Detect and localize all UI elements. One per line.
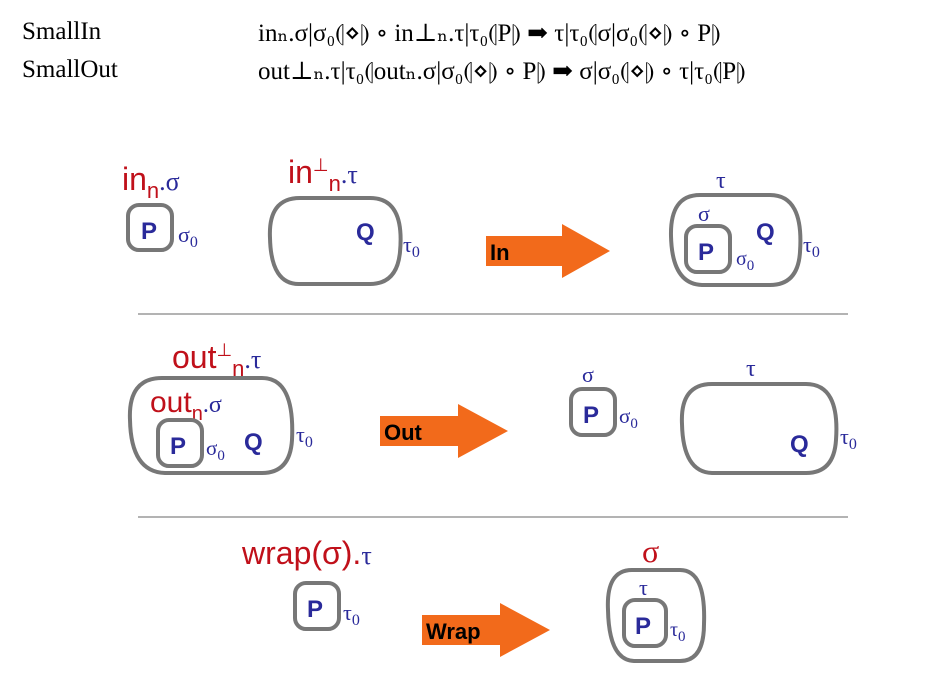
wrap-arrow-label: Wrap xyxy=(426,619,481,644)
process-p: P xyxy=(583,402,599,429)
in-prefix-right: in⊥n.τ xyxy=(288,154,358,196)
result-tau0-label: τ0 xyxy=(803,232,820,261)
out-row: out⊥n.τ outn.σ P σ0 Q τ0 Out σ P σ0 τ Q … xyxy=(127,339,857,475)
result-sigma-label: σ xyxy=(642,533,659,569)
result-sigma-label: σ xyxy=(698,201,710,226)
result-sigma-label: σ xyxy=(582,362,594,387)
wrap-arrow xyxy=(422,603,550,657)
process-p: P xyxy=(170,433,186,460)
process-p: P xyxy=(698,239,714,266)
in-prefix-left: inn.σ xyxy=(122,161,180,203)
out-arrow xyxy=(380,404,508,458)
sigma-node xyxy=(156,418,204,468)
wrap-prefix: wrap(σ).τ xyxy=(241,535,372,571)
result-tau0-label: τ0 xyxy=(840,424,857,453)
result-tau0-label: τ0 xyxy=(670,619,686,645)
sigma0-label: σ0 xyxy=(178,222,198,251)
rule-name: SmallIn xyxy=(22,18,102,45)
process-q: Q xyxy=(244,429,263,456)
process-q: Q xyxy=(356,219,375,246)
wrap-row: wrap(σ).τ P τ0 Wrap σ τ P τ0 xyxy=(241,533,707,663)
result-tau-node xyxy=(679,382,839,475)
tau-node xyxy=(293,581,341,631)
result-sigma0-label: σ0 xyxy=(736,248,754,274)
sigma0-label: σ0 xyxy=(206,436,225,464)
result-tau-inner-node xyxy=(622,598,668,648)
rule-formula: inₙ.σ|σ₀⦇⋄⦈ ∘ in⊥ₙ.τ|τ₀⦇P⦈ ➡ τ|τ₀⦇σ|σ₀⦇⋄… xyxy=(258,20,721,47)
tau-node xyxy=(127,376,295,475)
tau0-label: τ0 xyxy=(296,422,313,451)
rule-name: SmallOut xyxy=(22,56,118,83)
result-sigma-node xyxy=(684,224,732,274)
in-arrow-label: In xyxy=(490,240,510,265)
tau0-label: τ0 xyxy=(403,232,420,261)
result-tau-node xyxy=(668,193,803,287)
in-row: inn.σ P σ0 in⊥n.τ Q τ0 In τ σ P σ0 Q τ0 xyxy=(122,154,820,287)
result-tau-label: τ xyxy=(639,575,648,600)
process-q: Q xyxy=(790,431,809,458)
in-arrow xyxy=(486,224,610,278)
sigma-node xyxy=(126,203,174,252)
process-q: Q xyxy=(756,219,775,246)
tau-node xyxy=(267,196,403,287)
rule-formula: out⊥ₙ.τ|τ₀⦇outₙ.σ|σ₀⦇⋄⦈ ∘ P⦈ ➡ σ|σ₀⦇⋄⦈ ∘… xyxy=(258,58,746,85)
result-sigma-node xyxy=(569,387,617,437)
result-sigma-node xyxy=(605,568,707,663)
out-prefix-inner: outn.σ xyxy=(150,386,222,425)
process-p: P xyxy=(635,613,651,640)
result-sigma0-label: σ0 xyxy=(619,404,638,432)
process-p: P xyxy=(141,218,157,245)
process-p: P xyxy=(307,596,323,623)
tau0-label: τ0 xyxy=(343,600,360,629)
result-tau-label: τ xyxy=(746,356,756,382)
out-arrow-label: Out xyxy=(384,420,423,445)
result-tau-label: τ xyxy=(716,168,726,194)
out-prefix-outer: out⊥n.τ xyxy=(172,339,261,381)
